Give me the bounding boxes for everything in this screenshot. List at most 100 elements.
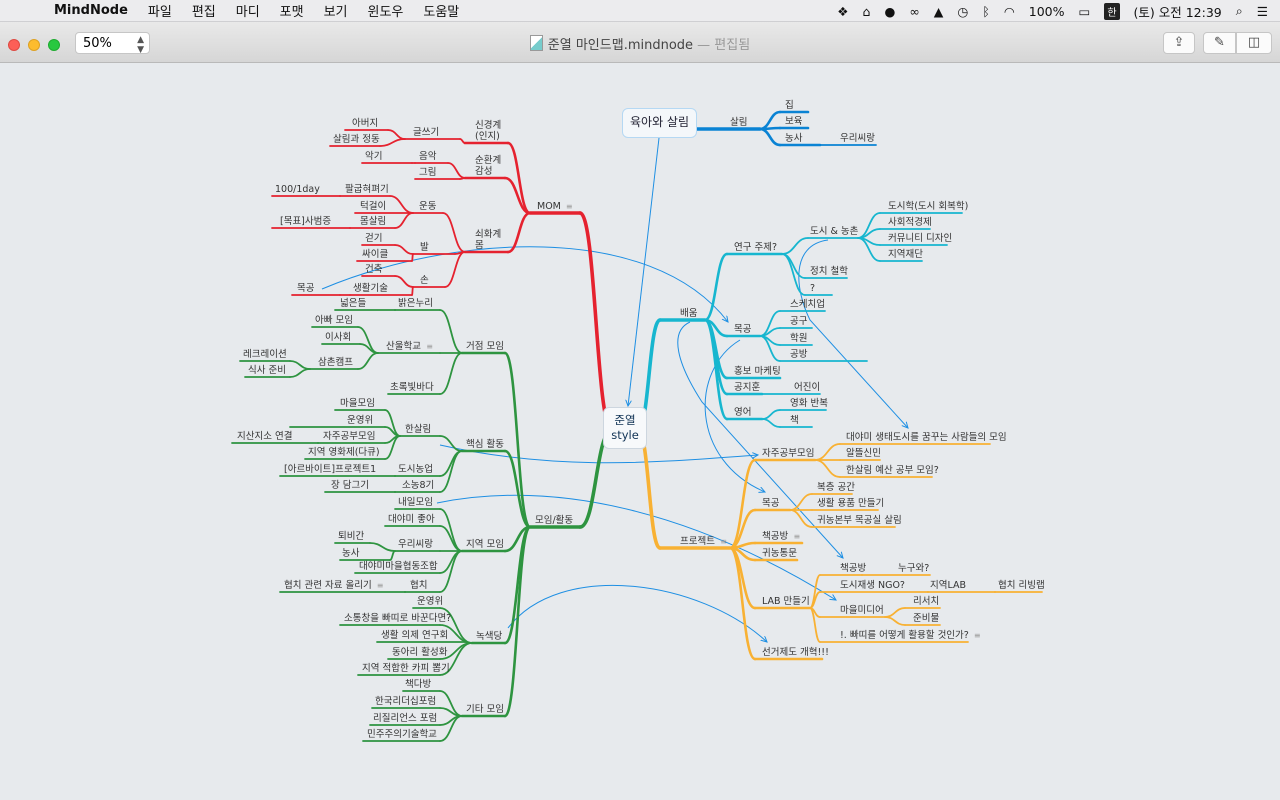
node-alttal[interactable]: 알뜰신민 [846,448,881,459]
node-arbeit[interactable]: [아르바이트]프로젝트1 [284,464,376,475]
node-jip[interactable]: 집 [785,99,794,111]
node-dosinongchon[interactable]: 도시 & 농촌 [810,226,859,237]
node-siksa[interactable]: 식사 준비 [248,365,286,376]
zoom-window-button[interactable] [48,39,60,51]
node-project[interactable]: 프로젝트 [680,536,715,547]
node-salim[interactable]: 살림 [730,116,747,128]
bell-icon[interactable]: ▲ [933,3,944,19]
node-movie[interactable]: 영화 반복 [790,398,828,409]
node-jisan[interactable]: 지산지소 연결 [237,431,292,442]
time-machine-icon[interactable]: ◷ [957,3,969,19]
node-naeil[interactable]: 내일모임 [398,496,433,508]
node-day[interactable]: 100/1day [275,184,320,195]
node-hakwon[interactable]: 학원 [790,333,807,344]
bank-icon[interactable]: ⌂ [862,3,871,19]
menu-view[interactable]: 보기 [323,5,348,20]
node-nugu[interactable]: 누구와? [898,562,929,574]
node-gongbang[interactable]: 공방 [790,349,808,360]
node-nongsaY[interactable]: 농사 [785,133,803,144]
node-eumak[interactable]: 음악 [419,150,437,162]
menu-app-name[interactable]: MindNode [54,3,128,18]
node-goal[interactable]: [목표]사범증 [280,216,331,227]
node-maeul[interactable]: 마을모임 [340,397,375,409]
node-momsal[interactable]: 몸살림 [360,215,386,227]
cross-link[interactable] [704,339,765,492]
node-eco[interactable]: 대야미 생태도시를 꿈꾸는 사람들의 모임 [846,431,1007,443]
node-neolbeun[interactable]: 넓은들 [340,298,366,309]
node-election[interactable]: 선거제도 개혁!!! [762,647,829,658]
node-ppatti[interactable]: !. 빠띠를 어떻게 활용할 것인가? [840,629,969,641]
creative-cloud-icon[interactable]: ∞ [909,3,920,19]
notification-center-icon[interactable]: ☰ [1256,3,1268,19]
node-jiyeokmoim[interactable]: 지역 모임 [466,538,504,550]
node-commu[interactable]: 커뮤니티 디자인 [888,233,952,244]
node-teok[interactable]: 턱걸이 [360,200,386,212]
node-sotong[interactable]: 소통창을 빠띠로 바꾼다면? [344,613,451,624]
node-dosihak[interactable]: 도시학(도시 회복학) [888,201,968,212]
node-lab[interactable]: LAB 만들기 [762,596,810,607]
evernote-icon[interactable]: ● [884,3,896,19]
node-gwinongtong[interactable]: 귀농통문 [762,548,797,559]
input-method-indicator[interactable]: 한 [1104,2,1120,20]
node-book[interactable]: 책 [790,415,799,426]
sidebar-toggle-button[interactable]: ◫ [1236,32,1272,54]
menu-node[interactable]: 마디 [235,5,260,20]
node-abeoji[interactable]: 아버지 [352,118,378,129]
node-samchon[interactable]: 삼촌캠프 [318,356,353,368]
node-geul[interactable]: 글쓰기 [413,127,439,138]
node-mom[interactable]: MOM [537,201,561,212]
node-son[interactable]: 손 [420,275,429,286]
node-geurim[interactable]: 그림 [419,166,436,178]
node-geotgi[interactable]: 걷기 [365,232,382,244]
node-hsbudget[interactable]: 한살림 예산 공부 모임? [846,464,939,476]
node-dongari[interactable]: 동아리 활성화 [392,646,448,658]
cross-link[interactable] [507,584,767,642]
battery-icon[interactable]: ▭ [1078,3,1091,19]
node-english[interactable]: 영어 [734,407,751,418]
note-icon[interactable]: ≡ [426,342,433,351]
menu-format[interactable]: 포맷 [279,5,304,20]
node-baeum[interactable]: 배움 [680,308,698,319]
share-button[interactable]: ⇪ [1163,32,1195,54]
menu-file[interactable]: 파일 [147,5,172,20]
node-yongpum[interactable]: 생활 용품 만들기 [817,497,884,509]
node-jaju2[interactable]: 자주공부모임 [762,447,814,459]
note-icon[interactable]: ≡ [974,631,981,640]
node-bakeun[interactable]: 밝은누리 [398,298,433,309]
cross-link[interactable] [677,321,843,558]
node-palgeum[interactable]: 팔굽혀펴기 [345,183,389,195]
clock[interactable]: (토) 오전 12:39 [1133,4,1222,20]
note-icon[interactable]: ≡ [793,532,800,541]
spotlight-search-icon[interactable]: ⌕ [1235,3,1243,18]
node-junbi[interactable]: 준비물 [913,613,939,624]
node-film[interactable]: 지역 영화제(다큐) [308,447,380,458]
node-mokgongP[interactable]: 목공 [762,498,780,509]
node-living[interactable]: 협치 리빙랩 [998,579,1045,591]
node-gongjihun[interactable]: 공지훈 [734,381,760,393]
cross-link[interactable] [321,246,728,322]
node-q[interactable]: ? [810,283,815,294]
node-minju[interactable]: 민주주의기술학교 [367,729,437,740]
minimize-window-button[interactable] [28,39,40,51]
node-jang[interactable]: 장 담그기 [331,479,369,491]
node-media[interactable]: 마을미디어 [840,605,884,616]
node-hongbo[interactable]: 홍보 마케팅 [734,365,781,377]
node-hyeopchi[interactable]: 협치 [410,579,427,591]
style-inspector-button[interactable]: ✎ [1203,32,1236,54]
node-yeongu[interactable]: 연구 주제? [734,242,777,253]
node-jaedan[interactable]: 지역재단 [888,249,923,260]
node-hyeopdoc[interactable]: 협치 관련 자료 올리기 [284,579,372,591]
cross-link[interactable] [436,494,836,600]
note-icon[interactable]: ≡ [377,581,384,590]
node-rec[interactable]: 레크레이션 [243,349,287,360]
node-gita[interactable]: 기타 모임 [466,703,504,715]
node-research[interactable]: 리서치 [913,595,939,607]
node-chaekgong[interactable]: 책공방 [762,531,788,542]
node-saenghwal[interactable]: 생활기술 [353,282,388,294]
wifi-icon[interactable]: ◠ [1003,3,1015,19]
node-toebi[interactable]: 퇴비간 [338,531,364,542]
node-noksaek[interactable]: 녹색당 [476,631,502,642]
node-ngo[interactable]: 도시재생 NGO? [840,580,905,591]
node-sahoe[interactable]: 사회적경제 [888,216,932,228]
